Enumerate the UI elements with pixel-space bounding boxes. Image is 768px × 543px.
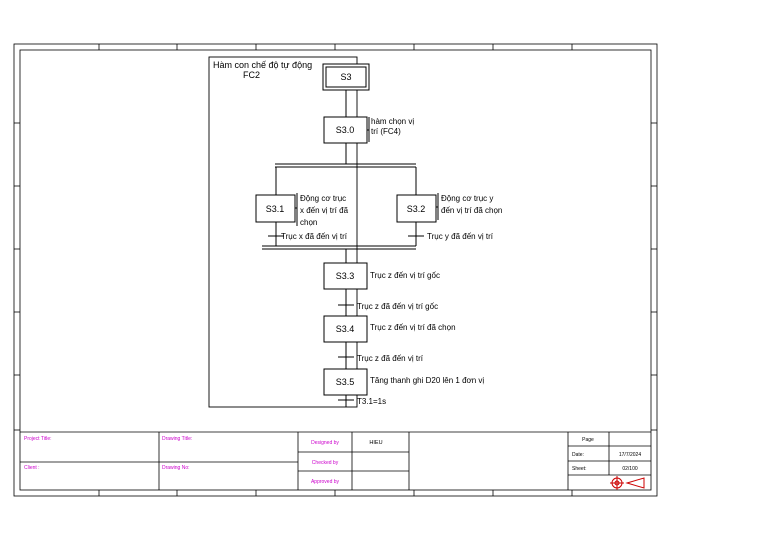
checked-by-label: Checked by [312,460,339,466]
page-label: Page [582,437,594,443]
first-angle-projection-icon [610,476,645,490]
drawing-title-label: Drawing Title: [162,436,192,442]
sheet-outer-border [13,43,658,497]
action-s3-2-line1: Động cơ trục y [441,194,493,203]
sheet-label: Sheet: [572,466,586,472]
action-s3-4: Trục z đến vị trí đã chọn [370,323,456,332]
step-s3-inner [325,66,367,88]
action-s3-3: Trục z đến vị trí gốc [370,271,440,280]
action-s3-1-line1: Động cơ trục [300,194,346,203]
title-block [20,431,651,490]
transition-z-home-label: Trục z đã đến vị trí gốc [357,302,438,311]
date-value: 17/7/2024 [619,452,641,458]
transition-time-label: T3.1=1s [357,397,386,406]
step-s3-5 [323,368,368,396]
action-s3-1-line3: chọn [300,218,317,227]
action-s3-5: Tăng thanh ghi D20 lên 1 đơn vị [370,376,484,385]
designed-by-label: Designed by [311,440,339,446]
step-s3-outer [322,63,370,91]
step-s3-0-label: S3.0 [336,125,355,135]
step-s3-4-label: S3.4 [336,324,355,334]
drawing-no-label: Drawing No: [162,465,190,471]
approved-by-label: Approved by [311,479,340,485]
transition-y-label: Trục y đã đến vị trí [427,232,494,241]
date-label: Date: [572,452,584,458]
step-s3-2-label: S3.2 [407,204,426,214]
step-s3-label: S3 [340,72,351,82]
action-s3-0-line2: trí (FC4) [371,127,401,136]
action-s3-0-line1: hàm chọn vị [371,117,414,126]
zone-ticks [14,44,657,496]
action-s3-1-line2: x đến vị trí đã [300,206,349,215]
action-s3-2-line2: đến vị trí đã chọn [441,206,502,215]
transition-x-label: Trục x đã đến vị trí [281,232,348,241]
project-title-label: Project Title: [24,436,52,442]
subroutine-title: Hàm con chế độ tự động [213,60,312,70]
designed-by-value: HIEU [369,440,382,446]
step-s3-5-label: S3.5 [336,377,355,387]
subroutine-title-fc: FC2 [243,70,260,80]
step-s3-2 [396,194,437,223]
step-s3-1-label: S3.1 [266,204,285,214]
sheet-value: 02/100 [622,466,638,472]
step-s3-3-label: S3.3 [336,271,355,281]
client-label: Client : [24,465,40,471]
transition-z-pos-label: Trục z đã đến vị trí [357,354,424,363]
subroutine-frame [208,56,358,408]
sheet-inner-border [19,49,652,491]
